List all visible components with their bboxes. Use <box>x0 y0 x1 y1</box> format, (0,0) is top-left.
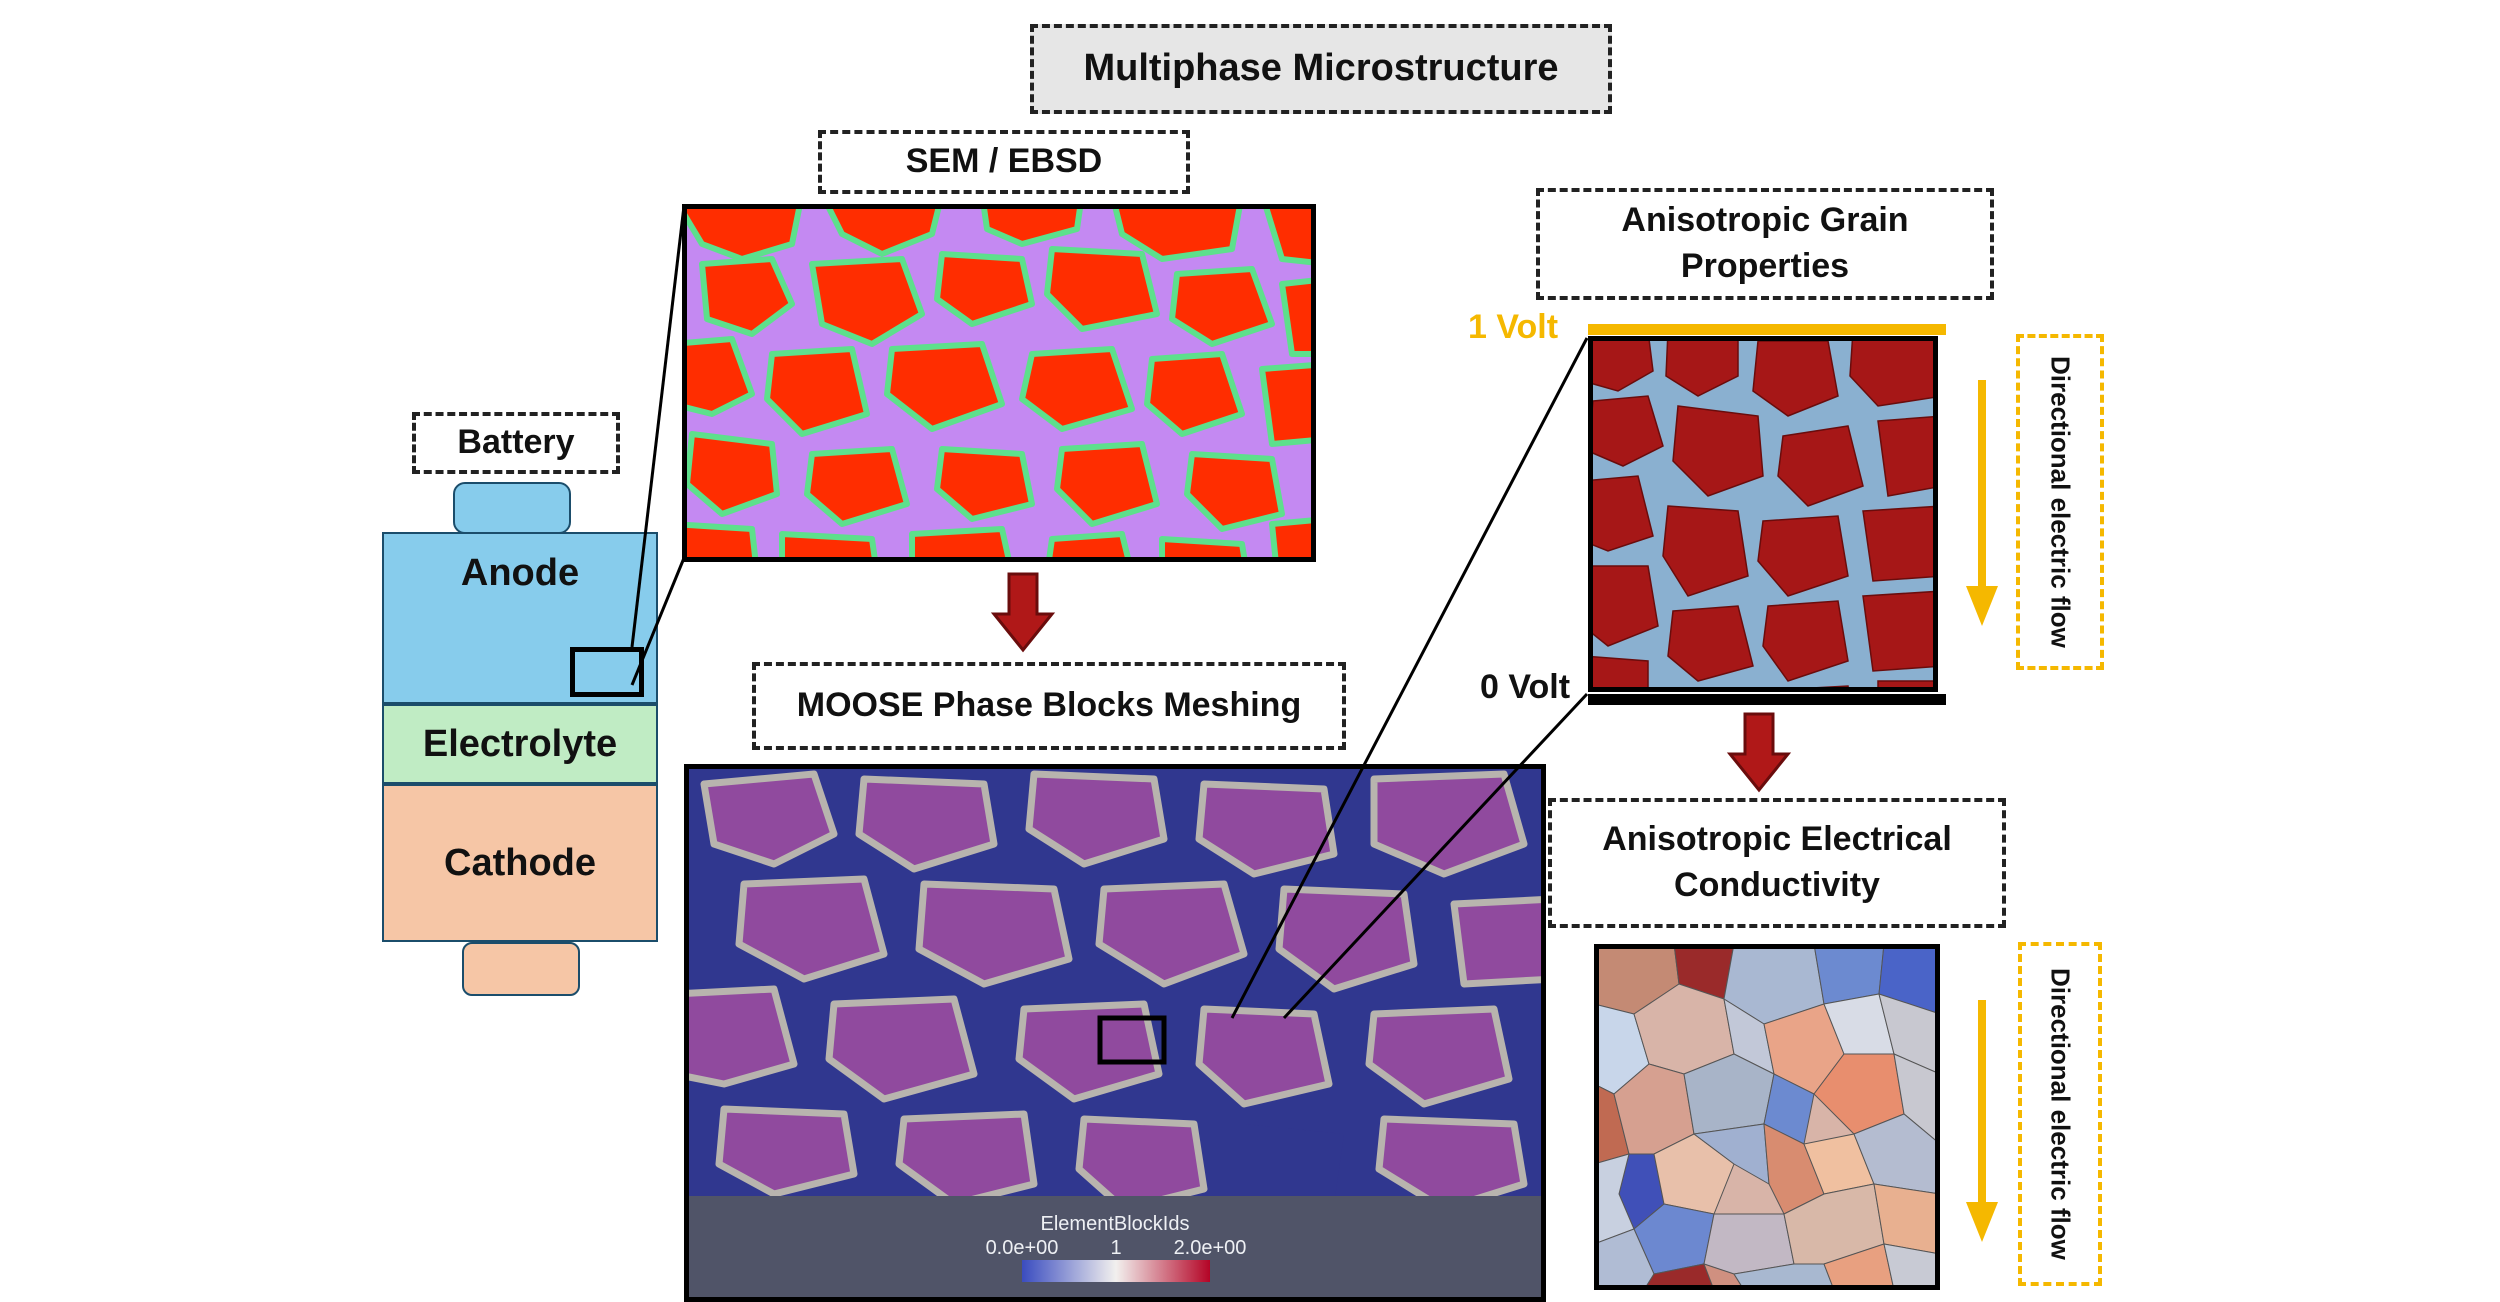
battery-top-terminal <box>453 482 571 534</box>
sem-label: SEM / EBSD <box>905 142 1103 181</box>
title-box: Multiphase Microstructure <box>1030 24 1612 114</box>
battery-anode: Anode <box>382 532 658 704</box>
sem-ebsd-image <box>682 204 1316 562</box>
colorbar-title: ElementBlockIds <box>1041 1213 1190 1235</box>
battery-bottom-terminal <box>462 942 580 996</box>
battery-cathode: Cathode <box>382 784 658 942</box>
colorbar-tick-mid: 1 <box>1110 1237 1121 1259</box>
anode-zoom-box <box>570 647 644 697</box>
grain-flow-arrow <box>1966 380 1998 626</box>
battery-label: Battery <box>457 423 575 462</box>
colorbar <box>1022 1260 1210 1282</box>
conductivity-label-line1: Anisotropic Electrical <box>1602 820 1952 859</box>
grain-flow-label-box: Directional electric flow <box>2016 334 2104 670</box>
conductivity-label-box: Anisotropic Electrical Conductivity <box>1548 798 2006 928</box>
grain-label-line2: Properties <box>1680 247 1850 285</box>
moose-label-box: MOOSE Phase Blocks Meshing <box>752 662 1346 750</box>
mesh-zoom-box <box>1097 1015 1167 1065</box>
volt-top-label: 1 Volt <box>1468 308 1559 346</box>
electrolyte-label: Electrolyte <box>422 722 618 765</box>
conductivity-flow-label-box: Directional electric flow <box>2018 942 2102 1286</box>
moose-label: MOOSE Phase Blocks Meshing <box>796 686 1302 725</box>
colorbar-tick-max: 2.0e+00 <box>1174 1237 1247 1259</box>
colorbar-tick-min: 0.0e+00 <box>986 1237 1059 1259</box>
volt-bottom-label: 0 Volt <box>1480 668 1571 706</box>
battery-electrolyte: Electrolyte <box>382 704 658 784</box>
conductivity-grain-image <box>1594 944 1940 1290</box>
moose-mesh-image: ElementBlockIds 0.0e+00 1 2.0e+00 <box>684 764 1546 1302</box>
title-text: Multiphase Microstructure <box>1083 47 1559 90</box>
arrow-sem-to-moose <box>990 572 1056 653</box>
top-electrode <box>1588 324 1946 335</box>
conductivity-flow-arrow <box>1966 1000 1998 1242</box>
grain-label-line1: Anisotropic Grain <box>1621 201 1909 240</box>
grain-structure-image <box>1588 336 1938 692</box>
grain-label-box: Anisotropic Grain Properties <box>1536 188 1994 300</box>
bottom-electrode <box>1588 694 1946 705</box>
grain-flow-label: Directional electric flow <box>2045 356 2076 648</box>
conductivity-label-line2: Conductivity <box>1674 866 1880 904</box>
sem-label-box: SEM / EBSD <box>818 130 1190 194</box>
arrow-grain-to-conductivity <box>1726 712 1792 793</box>
battery-label-box: Battery <box>412 412 620 474</box>
anode-label: Anode <box>460 552 580 594</box>
cathode-label: Cathode <box>444 841 596 884</box>
conductivity-flow-label: Directional electric flow <box>2045 968 2076 1260</box>
